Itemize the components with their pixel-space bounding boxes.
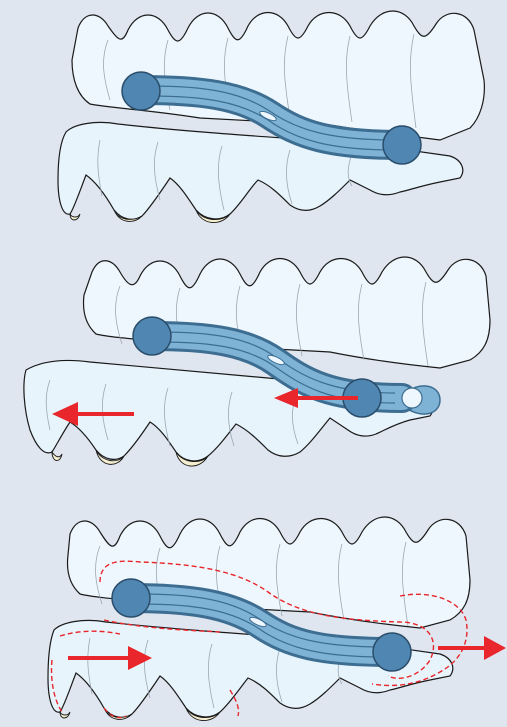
anchor-knob-icon	[373, 633, 411, 671]
anchor-knob-icon	[383, 126, 421, 164]
anchor-knob-icon	[133, 317, 171, 355]
anchor-knob-icon	[122, 72, 160, 110]
panel-closed	[58, 11, 484, 223]
panel-lower-jaw-retracted	[24, 257, 490, 466]
movement-arrow-icon	[438, 636, 506, 660]
panel-lower-jaw-advanced	[48, 517, 506, 721]
anchor-knob-icon	[112, 579, 150, 617]
